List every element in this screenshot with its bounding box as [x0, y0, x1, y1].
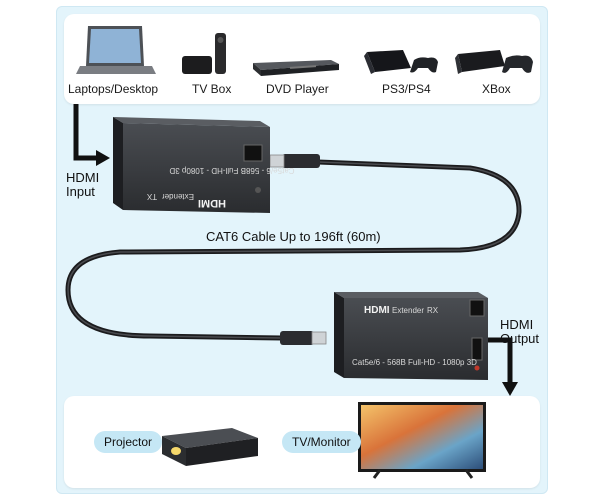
rx-spec-text: Cat5e/6 - 568B Full-HD - 1080p 3D — [352, 358, 477, 367]
source-label-xbox: XBox — [482, 82, 511, 96]
source-label-laptop: Laptops/Desktop — [68, 82, 159, 96]
destination-label-projector: Projector — [94, 431, 163, 453]
receiver-unit: HDMI Extender RX Cat5e/6 - 568B Full-HD … — [334, 292, 488, 380]
source-label-dvd-player: DVD Player — [266, 82, 329, 96]
hdmi-input-label: HDMI Input — [66, 170, 100, 199]
hdmi-output-arrow — [488, 337, 518, 396]
rx-hdmi-logo: HDMI — [364, 305, 390, 316]
game-console-icon — [364, 50, 438, 74]
tx-hdmi-logo: HDMI — [198, 197, 226, 209]
destination-label-tv-monitor: TV/Monitor — [282, 431, 361, 453]
cable-length-label: CAT6 Cable Up to 196ft (60m) — [206, 229, 381, 244]
cat6-cable — [65, 159, 522, 341]
source-label-tv-box: TV Box — [192, 82, 232, 96]
transmitter-unit: Cat5e/6 - 568B Full-HD - 1080p 3D Extend… — [113, 117, 294, 213]
tx-spec-text: Cat5e/6 - 568B Full-HD - 1080p 3D — [169, 166, 294, 175]
tv-monitor-icon — [358, 402, 486, 479]
rx-extender-text: Extender — [392, 306, 424, 315]
xbox-icon — [455, 50, 533, 74]
hdmi-input-arrow — [73, 104, 110, 166]
laptop-icon — [76, 26, 156, 74]
hdmi-output-label: HDMI Output — [500, 317, 540, 346]
tx-unit-text: TX — [146, 192, 157, 201]
rj45-connector-tx — [269, 154, 320, 168]
projector-icon — [162, 428, 258, 466]
rj45-connector-rx — [280, 331, 327, 345]
rx-unit-text: RX — [427, 306, 439, 315]
dvd-player-icon — [253, 60, 339, 76]
tx-extender-text: Extender — [162, 192, 194, 201]
tv-box-icon — [182, 33, 226, 74]
source-label-ps: PS3/PS4 — [382, 82, 431, 96]
